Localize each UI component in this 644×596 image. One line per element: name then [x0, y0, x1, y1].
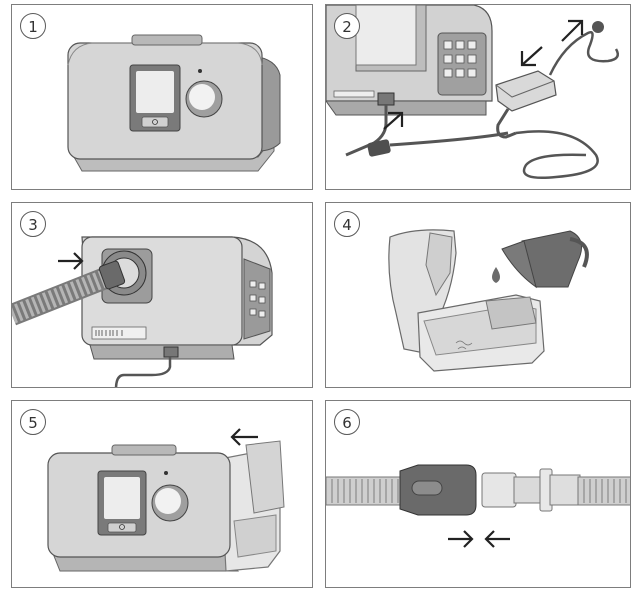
tubing-connection-illustration	[326, 464, 630, 548]
step-number-badge: 6	[334, 409, 360, 435]
step-6-panel: 6	[325, 400, 631, 588]
power-plug-icon	[592, 21, 604, 33]
step-2-panel: 2	[325, 4, 631, 190]
water-drop-icon	[492, 267, 500, 283]
arrow-icon	[230, 428, 258, 446]
arrow-icon	[58, 252, 84, 270]
device-illustration	[67, 34, 281, 172]
air-tubing-illustration	[12, 236, 273, 387]
step-1-panel: 1	[11, 4, 313, 190]
insert-water-tub-illustration	[47, 428, 285, 572]
arrow-icon	[383, 111, 404, 130]
step-4-panel: 4	[325, 202, 631, 388]
step-number-badge: 2	[334, 13, 360, 39]
step-number-badge: 3	[20, 211, 46, 237]
step-number-badge: 4	[334, 211, 360, 237]
power-supply	[495, 70, 557, 112]
arrow-icon	[484, 530, 510, 548]
step-5-panel: 5	[11, 400, 313, 588]
step-3-panel: 3	[11, 202, 313, 388]
step-number-badge: 1	[20, 13, 46, 39]
arrow-icon	[561, 19, 584, 42]
water-jug-icon	[521, 230, 583, 288]
power-connection-illustration	[326, 5, 619, 179]
fill-water-tub-illustration	[388, 229, 589, 372]
arrow-icon	[520, 46, 543, 67]
arrow-icon	[448, 530, 474, 548]
step-number-badge: 5	[20, 409, 46, 435]
